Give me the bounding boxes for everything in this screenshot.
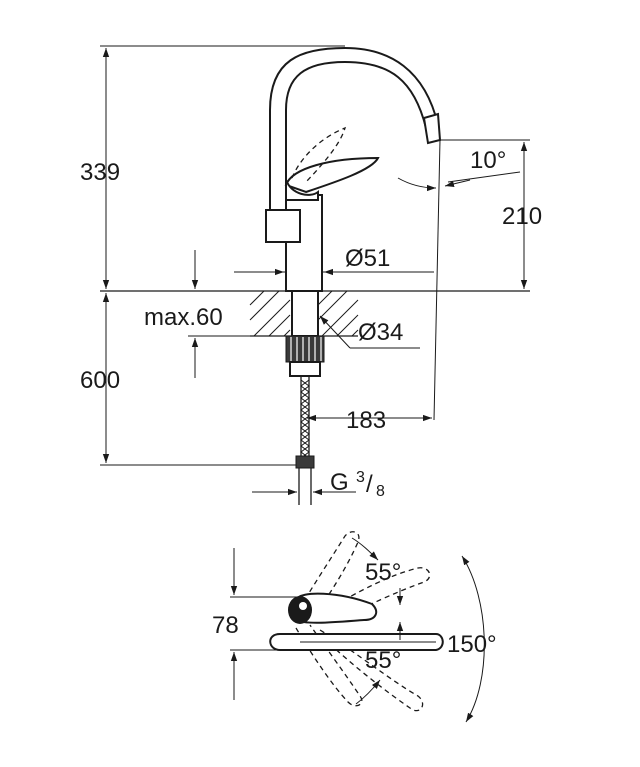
lever-cap bbox=[288, 596, 312, 624]
dim-thread-slash: / bbox=[366, 471, 373, 498]
hose-braid bbox=[300, 379, 310, 459]
lever-lower-position bbox=[295, 624, 363, 707]
nut-lower bbox=[289, 361, 321, 377]
dim-outlet-height: 210 bbox=[502, 203, 542, 230]
lever-handle-raised bbox=[291, 126, 347, 183]
dim-thread-num: 3 bbox=[356, 469, 365, 486]
lever-handle bbox=[284, 156, 380, 194]
countertop-hatch bbox=[249, 290, 359, 337]
dim-total-height: 339 bbox=[80, 159, 120, 186]
dim-lever-angle-upper: 55° bbox=[365, 559, 401, 586]
mounting-shank bbox=[291, 290, 319, 337]
lever-base bbox=[285, 179, 319, 201]
dim-hose-length: 600 bbox=[80, 367, 120, 394]
lever-upper-position bbox=[295, 531, 360, 619]
side-view: 339 210 10° Ø51 max.60 Ø34 600 183 G 3 /… bbox=[80, 45, 542, 505]
dim-thread-den: 8 bbox=[376, 483, 385, 500]
spout-collar bbox=[265, 209, 301, 243]
top-view: 78 55° 55° 150° bbox=[212, 531, 497, 723]
lever-side-upper bbox=[319, 567, 431, 623]
dim-base-diameter: Ø51 bbox=[345, 245, 390, 272]
dim-lever-angle-lower: 55° bbox=[365, 647, 401, 674]
dim-handle-height: 78 bbox=[212, 612, 239, 639]
dim-thread: G bbox=[330, 469, 349, 496]
lever-top bbox=[295, 592, 378, 624]
angle-arc-upper bbox=[351, 537, 379, 561]
dim-swivel-angle: 150° bbox=[447, 631, 497, 658]
angle-arc-lower bbox=[355, 679, 381, 705]
dim-max-thickness: max.60 bbox=[144, 304, 223, 331]
angle-arc-10 bbox=[397, 177, 437, 192]
mounting-nut bbox=[285, 335, 325, 363]
angle-arc-150 bbox=[461, 555, 485, 723]
dim-hole-diameter: Ø34 bbox=[358, 319, 403, 346]
dim-spout-angle: 10° bbox=[470, 147, 506, 174]
lever-side-lower bbox=[319, 629, 424, 712]
hose-connector bbox=[295, 455, 315, 469]
lever-cap-dot bbox=[299, 602, 307, 610]
spout-outlet bbox=[422, 112, 442, 145]
dim-reach: 183 bbox=[346, 407, 386, 434]
nut-ribs bbox=[290, 337, 322, 361]
